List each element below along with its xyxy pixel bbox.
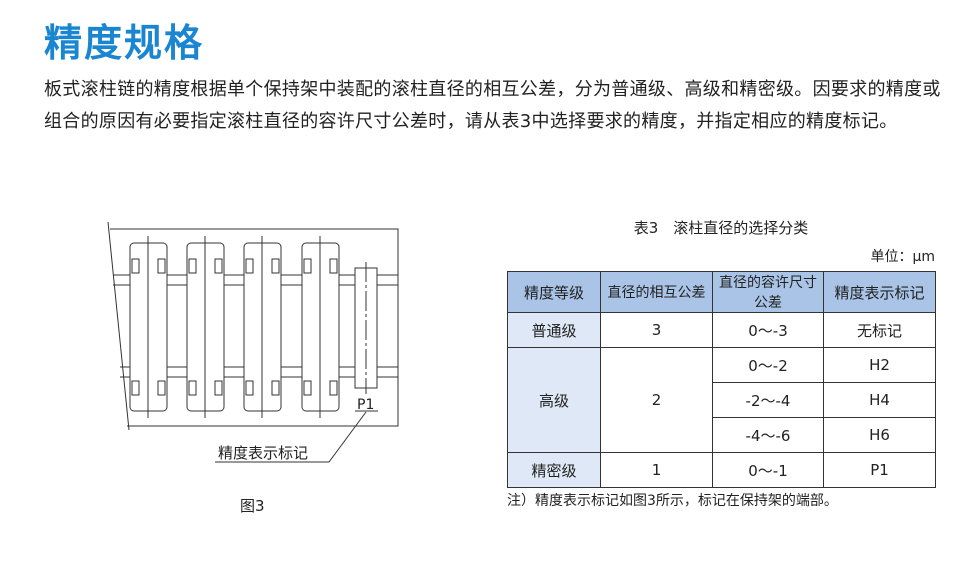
unit-label: 单位：μm — [870, 249, 935, 265]
roller-chain-diagram: P1 精度表示标记 — [107, 221, 399, 463]
precision-mark-label: P1 — [357, 397, 374, 413]
pin-notch — [303, 258, 312, 274]
grade-cell: 普通级 — [507, 312, 601, 348]
pin-notch — [188, 380, 197, 396]
mark-cell: H6 — [823, 417, 936, 453]
pin-notch — [131, 258, 140, 274]
table-row: -4～-6 H6 — [508, 417, 936, 453]
header-cell: 直径的容许尺寸公差 — [712, 271, 824, 313]
header-cell: 精度等级 — [507, 271, 601, 313]
pin-notch — [329, 258, 338, 274]
mark-cell: H4 — [823, 382, 936, 418]
pin-notch — [131, 380, 140, 396]
precision-table: 精度等级 直径的相互公差 直径的容许尺寸公差 精度表示标记 普通级 3 0～-3… — [507, 271, 936, 488]
size-tolerance-cell: -2～-4 — [712, 382, 824, 418]
page-title: 精度规格 — [44, 21, 205, 65]
table-row: 精密级 1 0～-1 P1 — [507, 452, 936, 488]
pin-notch — [214, 258, 223, 274]
pin-notch — [157, 380, 166, 396]
description-paragraph: 板式滚柱链的精度根据单个保持架中装配的滚柱直径的相互公差，分为普通级、高级和精密… — [44, 79, 941, 132]
table-row: 高级 2 0～-2 H2 — [507, 347, 936, 453]
size-tolerance-cell: 0～-3 — [712, 312, 824, 348]
header-cell: 直径的相互公差 — [600, 271, 713, 313]
mark-cell: 无标记 — [823, 312, 936, 348]
grade-cell: 高级 — [507, 347, 601, 453]
mark-cell: H2 — [823, 347, 936, 383]
table-caption: 表3 滚柱直径的选择分类 — [633, 219, 809, 237]
table-header-row: 精度等级 直径的相互公差 直径的容许尺寸公差 精度表示标记 — [507, 271, 936, 313]
pin-notch — [214, 380, 223, 396]
mark-cell: P1 — [823, 452, 936, 488]
size-tolerance-cell: 0～-2 — [712, 347, 824, 383]
callout-label: 精度表示标记 — [218, 444, 308, 462]
pin-notch — [329, 380, 338, 396]
pin-notch — [157, 258, 166, 274]
table-note: 注）精度表示标记如图3所示，标记在保持架的端部。 — [507, 493, 838, 509]
pin-notch — [303, 380, 312, 396]
table-row: 普通级 3 0～-3 无标记 — [507, 312, 936, 348]
mutual-tolerance-cell: 1 — [600, 452, 713, 488]
size-tolerance-cell: -4～-6 — [712, 417, 824, 453]
pin-notch — [245, 380, 254, 396]
table-row: -2～-4 H4 — [508, 382, 936, 418]
mutual-tolerance-cell: 2 — [600, 347, 713, 453]
header-cell: 精度表示标记 — [823, 271, 936, 313]
size-tolerance-cell: 0～-1 — [712, 452, 824, 488]
pin-notch — [245, 258, 254, 274]
pin-notch — [271, 380, 280, 396]
grade-cell: 精密级 — [507, 452, 601, 488]
pin-notch — [271, 258, 280, 274]
mutual-tolerance-cell: 3 — [600, 312, 713, 348]
figure-caption: 图3 — [240, 497, 265, 515]
pin-notch — [188, 258, 197, 274]
